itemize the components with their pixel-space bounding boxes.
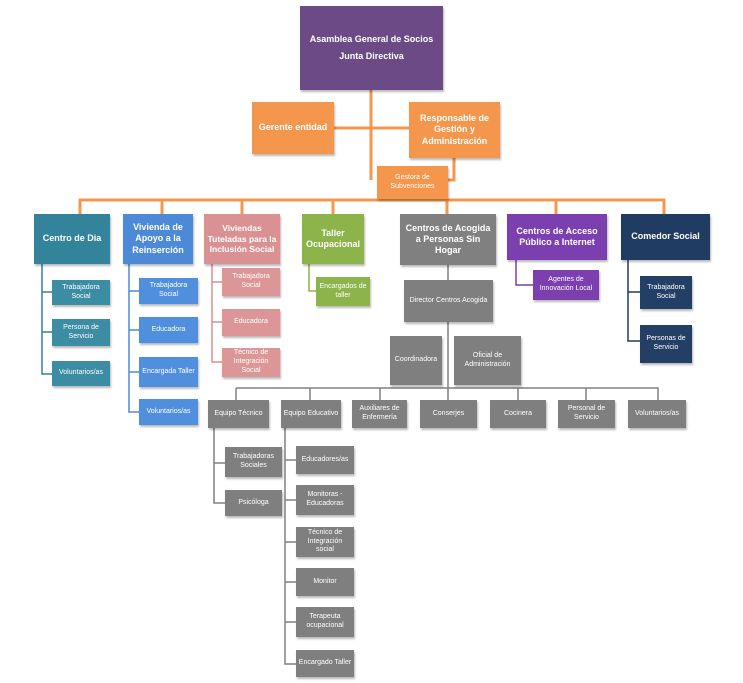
vivienda-apoyo-item: Trabajadora Social	[139, 278, 198, 304]
comedor-box: Comedor Social	[621, 214, 710, 260]
taller-item: Encargados de taller	[316, 277, 370, 306]
equipo-educativo-item: Monitoras - Educadoras	[296, 485, 354, 515]
viviendas-tuteladas-item: Técnico de Integración Social	[222, 348, 280, 377]
responsable-box: Responsable de Gestión y Administración	[409, 102, 500, 158]
comedor-item: Personas de Servicio	[640, 325, 692, 363]
director-box: Director Centros Acogida	[404, 280, 493, 322]
taller-box: Taller Ocupacional	[302, 214, 364, 264]
gerente-box: Gerente entidad	[252, 102, 334, 154]
viviendas-tuteladas-box: Viviendas Tuteladas para la Inclusión So…	[204, 214, 280, 264]
centro-dia-box: Centro de Dia	[34, 214, 110, 264]
equipo-educativo-item: Monitor	[296, 568, 354, 596]
equipo-tecnico-item: Psicóloga	[225, 490, 282, 516]
centro-dia-item: Voluntarios/as	[52, 361, 110, 386]
centros-acceso-box: Centros de Acceso Público a Internet	[507, 214, 607, 260]
equipo-educativo-item: Encargado Taller	[296, 650, 354, 677]
centro-dia-item: Persona de Servicio	[52, 319, 110, 346]
centros-acogida-box: Centros de Acogida a Personas Sin Hogar	[400, 214, 496, 265]
acogida-team: Auxiliares de Enfermería	[352, 400, 407, 428]
acogida-team: Personal de Servicio	[558, 400, 615, 428]
acogida-team: Equipo Técnico	[208, 400, 269, 428]
acogida-team: Conserjes	[420, 400, 477, 428]
vivienda-apoyo-item: Educadora	[139, 317, 198, 343]
vivienda-apoyo-item: Voluntarios/as	[139, 399, 198, 425]
centros-acceso-item: Agentes de Innovación Local	[533, 270, 599, 300]
equipo-educativo-item: Terapeuta ocupacional	[296, 607, 354, 637]
equipo-educativo-item: Técnico de Integración social	[296, 527, 354, 557]
asamblea-label: Asamblea General de Socios	[309, 34, 434, 45]
centro-dia-item: Trabajadora Social	[52, 280, 110, 305]
junta-label: Junta Directiva	[339, 50, 404, 61]
acogida-team: Equipo Educativo	[281, 400, 341, 428]
equipo-tecnico-item: Trabajadoras Sociales	[225, 447, 282, 477]
coordinadora-box: Coordinadora	[390, 336, 442, 385]
gestora-box: Gestora de Subvenciones	[377, 166, 448, 199]
viviendas-tuteladas-item: Educadora	[222, 309, 280, 336]
vivienda-apoyo-box: Vivienda de Apoyo a la Reinserción	[123, 214, 193, 264]
acogida-team: Voluntarios/as	[628, 400, 686, 428]
oficial-box: Oficial de Administración	[454, 336, 521, 385]
acogida-team: Cocinera	[490, 400, 546, 428]
viviendas-tuteladas-item: Trabajadora Social	[222, 268, 280, 296]
comedor-item: Trabajadora Social	[640, 276, 692, 309]
vivienda-apoyo-item: Encargada Taller	[139, 357, 198, 387]
asamblea-box: Asamblea General de Socios Junta Directi…	[300, 6, 443, 90]
equipo-educativo-item: Educadores/as	[296, 446, 354, 474]
